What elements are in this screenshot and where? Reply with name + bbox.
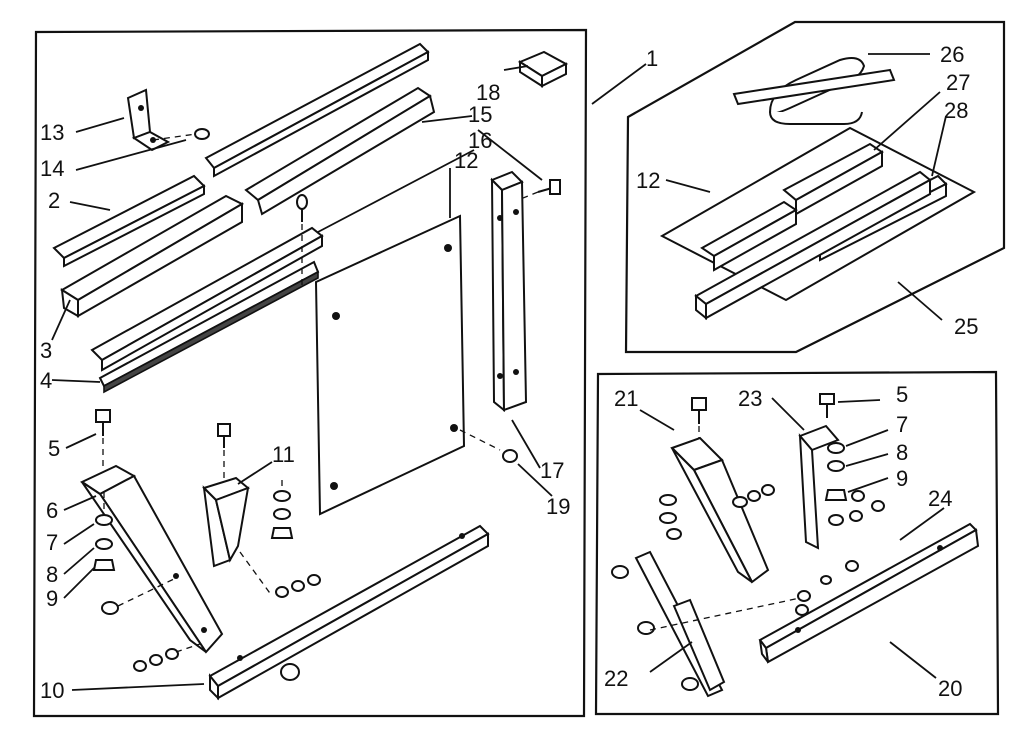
front-channel <box>694 170 932 321</box>
gasket-strip-26 <box>732 68 896 106</box>
callout-2: 2 <box>48 188 60 213</box>
panel-screw <box>296 194 308 290</box>
callout-3: 3 <box>40 338 52 363</box>
channel-3 <box>60 194 245 318</box>
nuts-under-11 <box>239 551 321 598</box>
callout-1: 1 <box>646 46 658 71</box>
main-kit-frame <box>32 28 588 718</box>
callout-15: 15 <box>468 102 492 127</box>
bracket-21 <box>670 436 770 584</box>
angle-bracket-13 <box>126 88 210 152</box>
callout-labels: 1 2 3 4 5 6 7 8 9 10 11 12 13 14 15 16 1… <box>40 42 978 703</box>
washer-stack-main <box>92 492 116 571</box>
side-panel-12 <box>314 214 466 516</box>
callout-5-main: 5 <box>48 436 60 461</box>
callout-24: 24 <box>928 486 952 511</box>
bottom-rail-10 <box>208 524 490 701</box>
callout-7-kit: 7 <box>896 412 908 437</box>
brace-22 <box>611 550 726 698</box>
callout-13: 13 <box>40 120 64 145</box>
screw-19 <box>459 429 518 463</box>
channel-16 <box>90 226 324 372</box>
bolt-5 <box>95 409 111 470</box>
callout-4: 4 <box>40 368 52 393</box>
callout-22: 22 <box>604 666 628 691</box>
callout-12-kit: 12 <box>636 168 660 193</box>
callout-14: 14 <box>40 156 64 181</box>
callout-28: 28 <box>944 98 968 123</box>
callout-17: 17 <box>540 458 564 483</box>
callout-9-main: 9 <box>46 586 58 611</box>
screw-15 <box>517 179 561 201</box>
bracket-11 <box>202 423 250 568</box>
bracket-23 <box>798 424 840 550</box>
callout-12-main: 12 <box>454 148 478 173</box>
callout-9-kit: 9 <box>896 466 908 491</box>
callout-7-main: 7 <box>46 530 58 555</box>
callout-10: 10 <box>40 678 64 703</box>
screw-lower-left <box>101 577 177 615</box>
nuts-rail-24 <box>649 560 859 631</box>
foam-pad-base <box>659 126 977 302</box>
gasket-kit-frame <box>624 20 1006 354</box>
callout-8-kit: 8 <box>896 440 908 465</box>
callout-25: 25 <box>954 314 978 339</box>
bracket-kit-frame <box>594 370 1000 716</box>
washer-stack-11 <box>270 480 294 539</box>
gasket-channel-12 <box>700 200 798 272</box>
callout-8-main: 8 <box>46 562 58 587</box>
seal-strip-2 <box>52 174 206 268</box>
foam-block-18 <box>517 50 569 88</box>
callout-27: 27 <box>946 70 970 95</box>
leg-brace-6 <box>79 464 224 654</box>
callout-16: 16 <box>468 128 492 153</box>
upper-channel <box>244 86 436 216</box>
callout-20: 20 <box>938 676 962 701</box>
leader-lines <box>51 53 947 691</box>
top-sill-strip <box>204 42 430 178</box>
callout-11: 11 <box>272 442 295 467</box>
callout-23: 23 <box>738 386 762 411</box>
nuts-bottom-left <box>133 643 201 672</box>
washer-stack-kit <box>659 442 885 540</box>
callout-19: 19 <box>546 494 570 519</box>
callout-21: 21 <box>614 386 638 411</box>
vertical-post-17 <box>490 170 528 413</box>
seal-strip-4 <box>98 260 320 394</box>
callout-6: 6 <box>46 498 58 523</box>
callout-5-kit: 5 <box>896 382 908 407</box>
callout-18: 18 <box>476 80 500 105</box>
rail-24 <box>758 522 980 664</box>
bolt-5-kit <box>819 393 835 418</box>
callout-26: 26 <box>940 42 964 67</box>
